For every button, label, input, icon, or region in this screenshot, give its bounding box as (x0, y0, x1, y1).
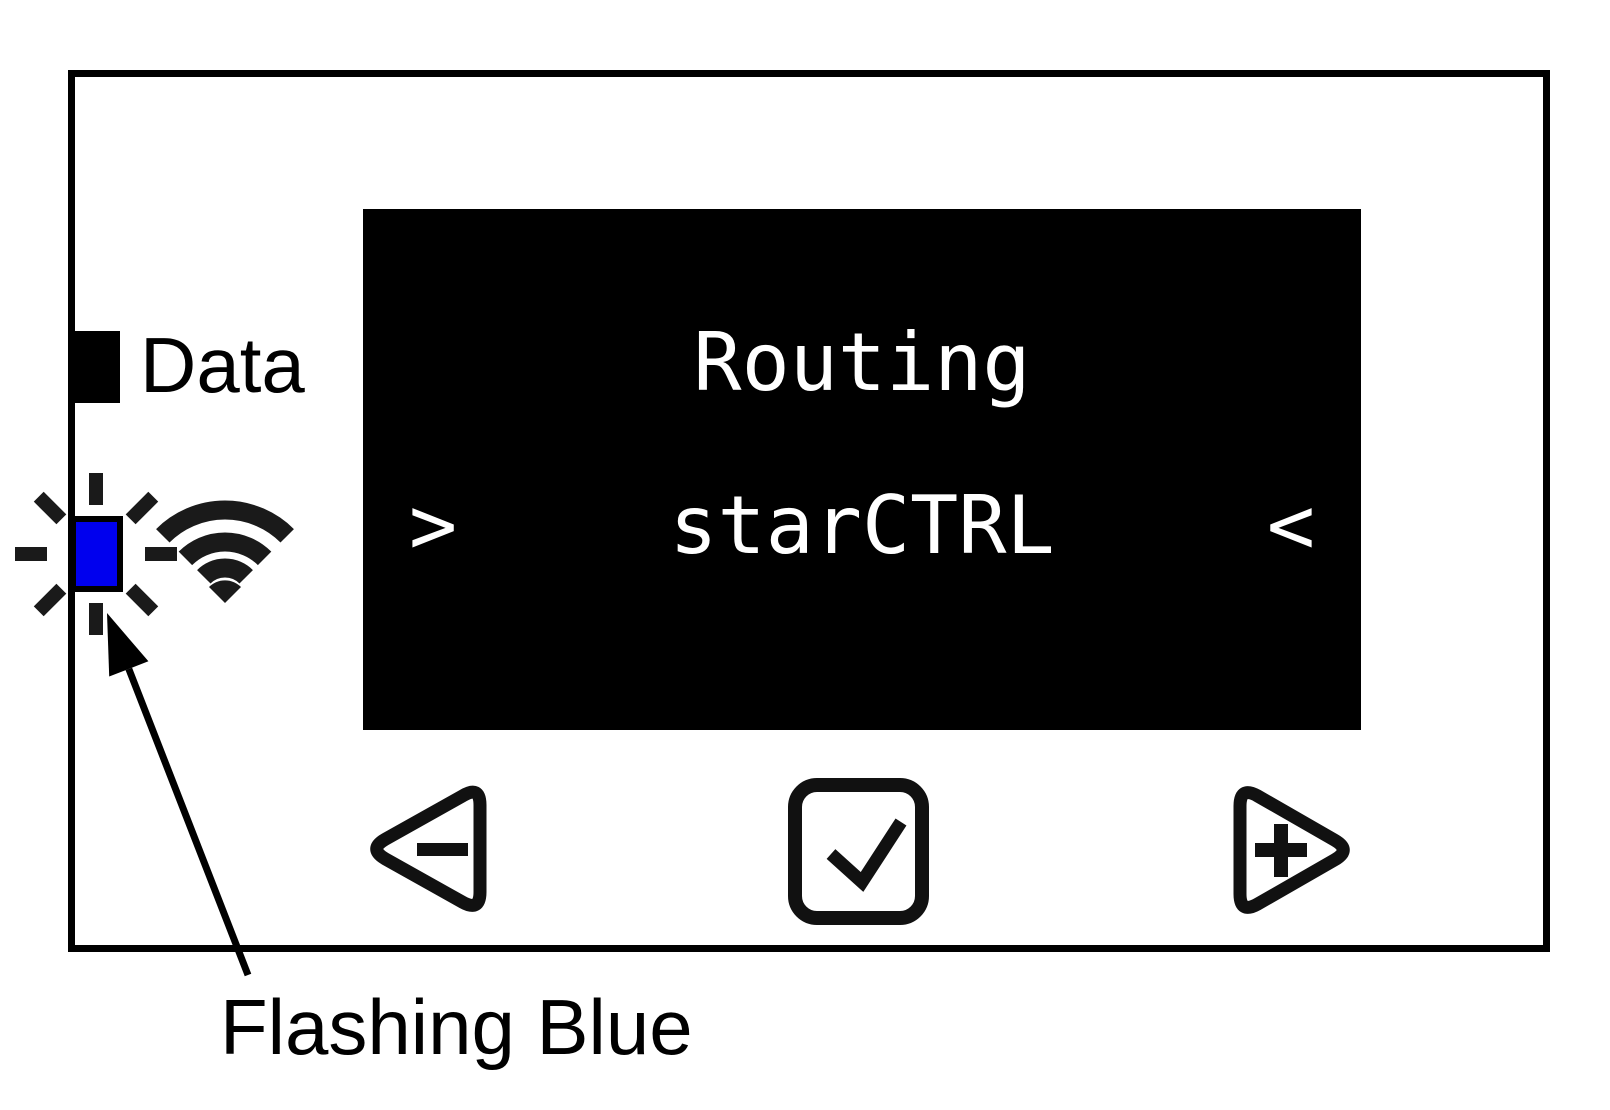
annotation-arrow-icon (107, 613, 252, 977)
checkmark-icon (826, 818, 907, 892)
lcd-selector-right-arrow: < (1266, 479, 1315, 572)
wifi-icon (156, 500, 294, 603)
device-outline (68, 70, 1550, 952)
plus-button[interactable] (1225, 765, 1370, 935)
wifi-status-led (70, 516, 123, 592)
data-led (72, 331, 120, 403)
lcd-line-selector: > starCTRL < (363, 486, 1361, 566)
lcd-display: Routing > starCTRL < (363, 209, 1361, 730)
lcd-line-title: Routing (693, 316, 1031, 409)
minus-button[interactable] (355, 765, 500, 935)
lcd-selector-value: starCTRL (669, 479, 1055, 572)
plus-icon (1255, 824, 1307, 877)
lcd-selector-left-arrow: > (409, 479, 458, 572)
data-led-label: Data (140, 321, 305, 409)
annotation-label: Flashing Blue (220, 983, 693, 1071)
confirm-button[interactable] (780, 770, 940, 935)
flash-rays-icon (15, 473, 177, 635)
minus-icon (417, 843, 468, 856)
